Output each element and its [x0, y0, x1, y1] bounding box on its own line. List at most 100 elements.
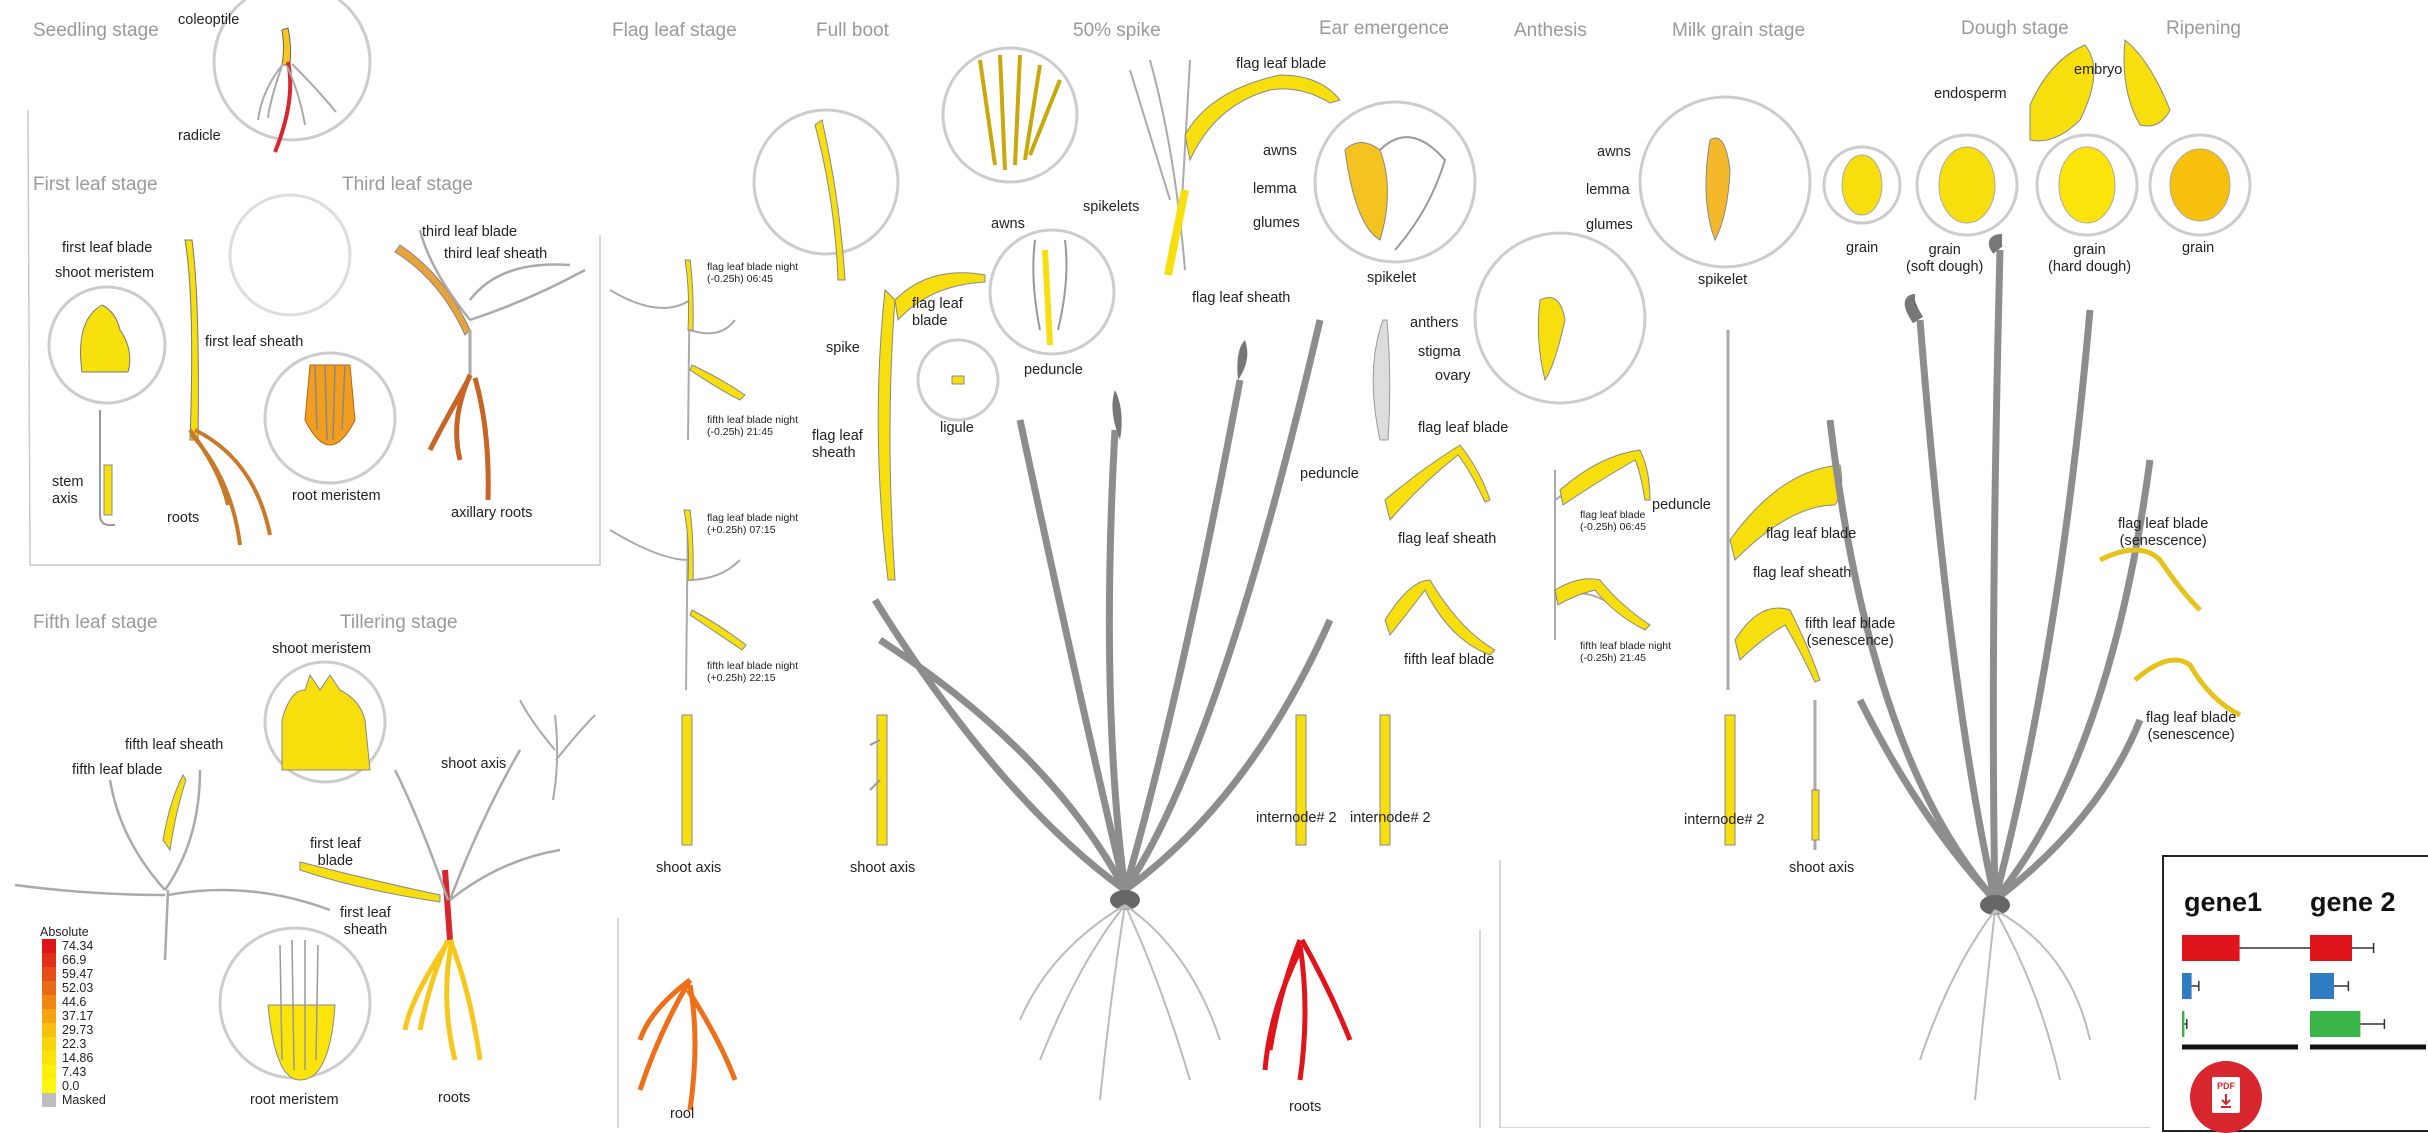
- label-roots-3[interactable]: roots: [1289, 1099, 1321, 1116]
- gene1-bar[interactable]: [2182, 935, 2240, 961]
- label-fifth-sen-mg[interactable]: fifth leaf blade (senescence): [1805, 616, 1895, 649]
- label-third-leaf-sheath[interactable]: third leaf sheath: [444, 246, 547, 263]
- label-first-leaf-blade-tillering[interactable]: first leaf blade: [310, 836, 361, 869]
- label-grain-soft[interactable]: grain (soft dough): [1906, 242, 1983, 275]
- label-third-leaf-blade[interactable]: third leaf blade: [422, 224, 517, 241]
- label-flag-leaf-blade-mg[interactable]: flag leaf blade: [1766, 526, 1856, 543]
- gene1-bar[interactable]: [2182, 973, 2192, 999]
- label-fifth-night-2[interactable]: fifth leaf blade night (+0.25h) 22:15: [707, 660, 798, 684]
- label-root-meristem-tillering[interactable]: root meristem: [250, 1092, 339, 1109]
- gene1-bar[interactable]: [2182, 1011, 2184, 1037]
- pdf-icon: PDF: [2212, 1077, 2240, 1113]
- label-embryo[interactable]: embryo: [2074, 62, 2122, 79]
- label-anthesis-flb[interactable]: flag leaf blade (-0.25h) 06:45: [1580, 509, 1646, 533]
- label-flb-night-1[interactable]: flag leaf blade night (-0.25h) 06:45: [707, 261, 798, 285]
- gene-expression-panel: gene1 gene 2 PDF: [2162, 855, 2428, 1132]
- label-fifth-leaf-blade[interactable]: fifth leaf blade: [72, 762, 162, 779]
- legend-swatch: [42, 1065, 56, 1079]
- label-flb-night-2[interactable]: flag leaf blade night (+0.25h) 07:15: [707, 512, 798, 536]
- label-first-leaf-sheath-tillering[interactable]: first leaf sheath: [340, 905, 391, 938]
- legend-value: 29.73: [62, 1023, 93, 1037]
- legend-swatch: [42, 981, 56, 995]
- full-boot-column: [754, 48, 1114, 845]
- label-glumes-mg[interactable]: glumes: [1586, 217, 1633, 234]
- label-fifth-night-1[interactable]: fifth leaf blade night (-0.25h) 21:45: [707, 414, 798, 438]
- stage-title-ear-emergence: Ear emergence: [1319, 18, 1449, 40]
- label-shoot-axis-2[interactable]: shoot axis: [850, 860, 915, 877]
- label-shoot-axis-1[interactable]: shoot axis: [656, 860, 721, 877]
- label-spikelet-mg[interactable]: spikelet: [1698, 272, 1747, 289]
- legend-row: 66.9: [42, 953, 132, 967]
- label-ligule[interactable]: ligule: [940, 420, 974, 437]
- ear-emergence-column: [1265, 102, 1495, 1080]
- label-grain-4[interactable]: grain: [2182, 240, 2214, 257]
- label-grain-hard[interactable]: grain (hard dough): [2048, 242, 2131, 275]
- label-flb-sen-2[interactable]: flag leaf blade (senescence): [2146, 710, 2236, 743]
- label-fifth-leaf-sheath[interactable]: fifth leaf sheath: [125, 737, 223, 754]
- label-peduncle-1[interactable]: peduncle: [1024, 362, 1083, 379]
- gene2-bar[interactable]: [2310, 1011, 2360, 1037]
- label-shoot-meristem[interactable]: shoot meristem: [55, 265, 154, 282]
- legend-swatch: [42, 1009, 56, 1023]
- legend-value: 52.03: [62, 981, 93, 995]
- label-radicle[interactable]: radicle: [178, 128, 221, 145]
- label-flb-sen-1[interactable]: flag leaf blade (senescence): [2118, 516, 2208, 549]
- label-flag-leaf-blade-ee[interactable]: flag leaf blade: [1418, 420, 1508, 437]
- label-spike[interactable]: spike: [826, 340, 860, 357]
- label-shoot-axis-mg[interactable]: shoot axis: [1789, 860, 1854, 877]
- legend-row: 22.3: [42, 1037, 132, 1051]
- label-flag-leaf-blade-fb[interactable]: flag leaf blade: [912, 296, 963, 329]
- legend-swatch: [42, 1023, 56, 1037]
- label-internode-b[interactable]: internode# 2: [1350, 810, 1431, 827]
- label-grain-1[interactable]: grain: [1846, 240, 1878, 257]
- label-awns-fb[interactable]: awns: [991, 216, 1025, 233]
- label-awns-mg[interactable]: awns: [1597, 144, 1631, 161]
- label-internode-mg[interactable]: internode# 2: [1684, 812, 1765, 829]
- label-flag-leaf-sheath-ee[interactable]: flag leaf sheath: [1398, 531, 1496, 548]
- label-stigma[interactable]: stigma: [1418, 344, 1461, 361]
- gene2-title[interactable]: gene 2: [2310, 887, 2396, 918]
- label-ovary[interactable]: ovary: [1435, 368, 1470, 385]
- label-glumes-ee[interactable]: glumes: [1253, 215, 1300, 232]
- milk-grain-column: [1640, 97, 1842, 850]
- label-flag-leaf-sheath-mg[interactable]: flag leaf sheath: [1753, 565, 1851, 582]
- label-peduncle-an[interactable]: peduncle: [1652, 497, 1711, 514]
- label-shoot-axis-tillering[interactable]: shoot axis: [441, 756, 506, 773]
- gene2-bar[interactable]: [2310, 973, 2334, 999]
- label-anthers[interactable]: anthers: [1410, 315, 1458, 332]
- label-first-leaf-blade[interactable]: first leaf blade: [62, 240, 152, 257]
- legend-value: 44.6: [62, 995, 86, 1009]
- label-flag-leaf-sheath-fb[interactable]: flag leaf sheath: [812, 428, 863, 461]
- label-roots-tillering[interactable]: roots: [438, 1090, 470, 1107]
- legend-row: 59.47: [42, 967, 132, 981]
- gene2-bar[interactable]: [2310, 935, 2352, 961]
- stage-title-anthesis: Anthesis: [1514, 20, 1587, 42]
- label-root-meristem[interactable]: root meristem: [292, 488, 381, 505]
- label-lemma-ee[interactable]: lemma: [1253, 181, 1297, 198]
- gene1-title[interactable]: gene1: [2184, 887, 2262, 918]
- label-anthesis-fifth[interactable]: fifth leaf blade night (-0.25h) 21:45: [1580, 640, 1671, 664]
- stage-title-full-boot: Full boot: [816, 20, 889, 42]
- label-spikelet-ee[interactable]: spikelet: [1367, 270, 1416, 287]
- label-endosperm[interactable]: endosperm: [1934, 86, 2007, 103]
- label-awns-ee[interactable]: awns: [1263, 143, 1297, 160]
- label-internode-a[interactable]: internode# 2: [1256, 810, 1337, 827]
- label-lemma-mg[interactable]: lemma: [1586, 182, 1630, 199]
- label-roots[interactable]: roots: [167, 510, 199, 527]
- label-tillering-shoot-meristem[interactable]: shoot meristem: [272, 641, 371, 658]
- legend-value: 59.47: [62, 967, 93, 981]
- label-axillary-roots[interactable]: axillary roots: [451, 505, 532, 522]
- label-spikelets[interactable]: spikelets: [1083, 199, 1139, 216]
- pdf-download-button[interactable]: PDF: [2190, 1061, 2262, 1133]
- legend-row: 14.86: [42, 1051, 132, 1065]
- label-first-leaf-sheath[interactable]: first leaf sheath: [205, 334, 303, 351]
- label-coleoptile[interactable]: coleoptile: [178, 12, 239, 29]
- label-stem-axis[interactable]: stem axis: [52, 474, 83, 507]
- label-flag-leaf-sheath-1[interactable]: flag leaf sheath: [1192, 290, 1290, 307]
- label-fifth-leaf-blade-ee[interactable]: fifth leaf blade: [1404, 652, 1494, 669]
- label-peduncle-ee[interactable]: peduncle: [1300, 466, 1359, 483]
- legend-value: 14.86: [62, 1051, 93, 1065]
- label-flag-leaf-blade-top[interactable]: flag leaf blade: [1236, 56, 1326, 73]
- label-rool[interactable]: rool: [670, 1106, 694, 1123]
